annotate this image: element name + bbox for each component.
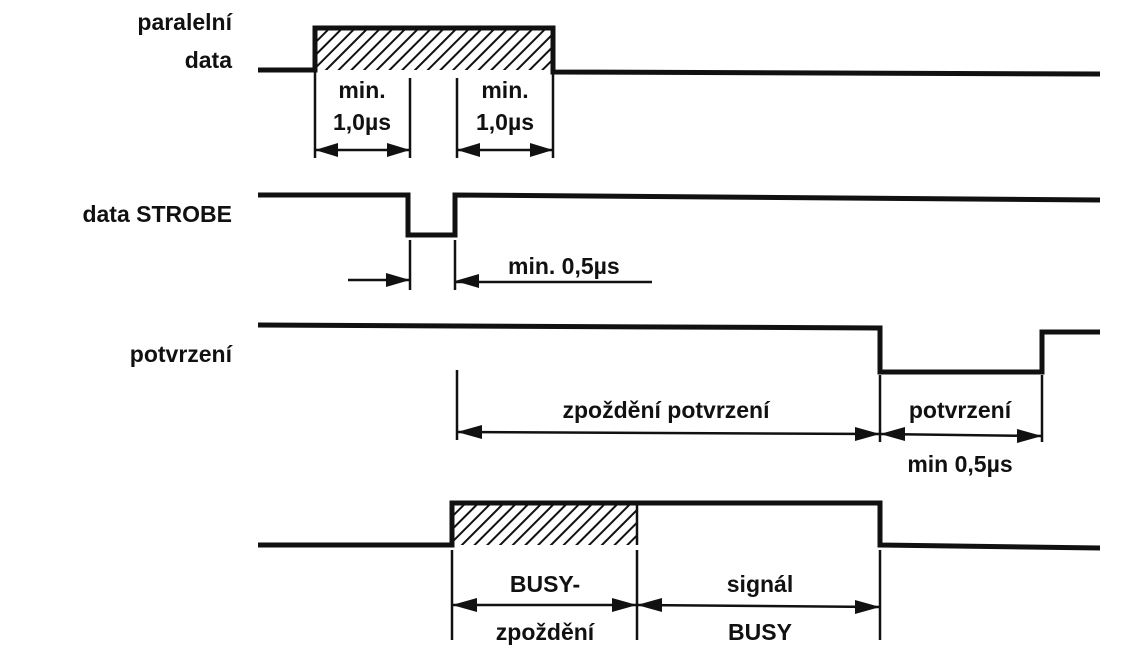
data-setup-min: min. [338,77,385,103]
waveform-parallel-data [258,25,1101,158]
label-parallel-data-2: data [185,47,233,73]
busy-signal-label-2: BUSY [728,619,792,645]
data-hold-min: min. [481,77,528,103]
ack-min-label: min 0,5µs [907,451,1012,477]
busy-signal-label-1: signál [727,571,793,597]
label-acknowledge: potvrzení [130,341,234,367]
ack-delay-label: zpoždění potvrzení [563,397,772,423]
label-data-strobe: data STROBE [82,201,232,227]
label-parallel-data-1: paralelní [137,9,233,35]
ack-pulse-label: potvrzení [909,397,1013,423]
data-setup-time: 1,0µs [333,109,391,135]
busy-delay-label-2: zpoždění [496,619,596,645]
data-hold-time: 1,0µs [476,109,534,135]
waveform-strobe [258,192,1101,290]
waveform-busy [258,500,1101,640]
strobe-width-label: min. 0,5µs [508,253,620,279]
waveform-acknowledge [257,322,1100,443]
busy-delay-label-1: BUSY- [510,571,580,597]
busy-delay-hatch [452,503,637,545]
data-valid-hatch [315,28,553,70]
